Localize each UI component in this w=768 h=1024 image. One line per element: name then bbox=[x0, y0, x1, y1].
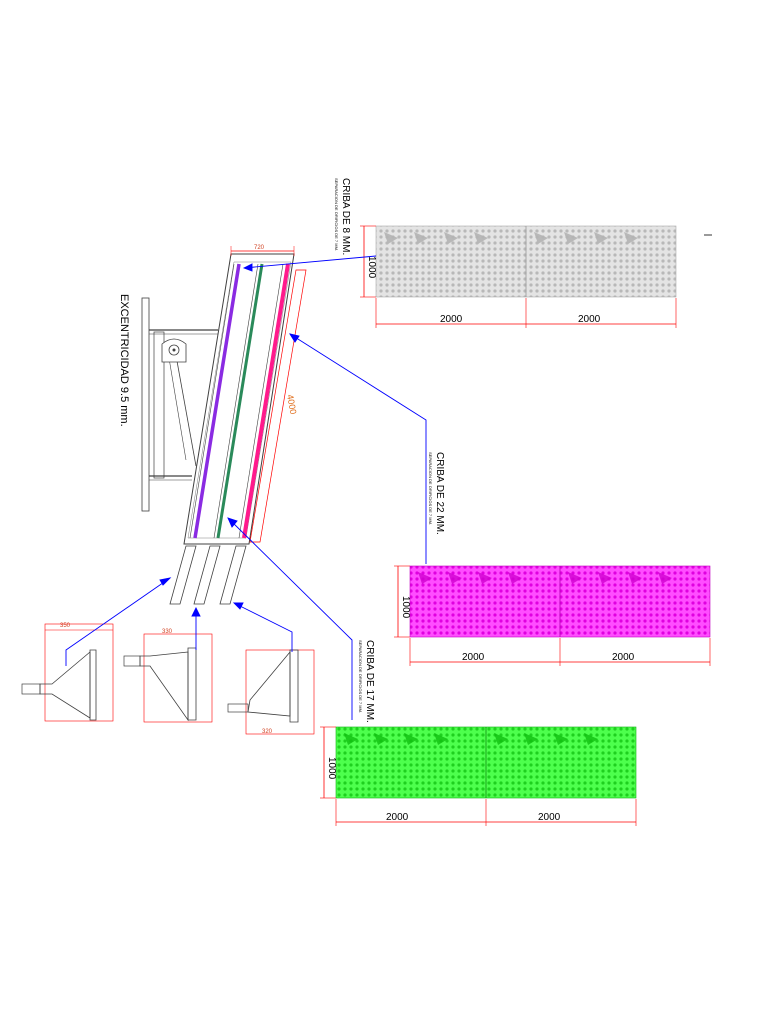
inclined-frame: 720 4000 bbox=[169, 245, 307, 605]
screen-8mm-width-1: 2000 bbox=[440, 314, 463, 325]
screen-17mm-width-1: 2000 bbox=[386, 812, 409, 823]
screen-22mm-width-2: 2000 bbox=[612, 652, 635, 663]
screen-17mm-width-2: 2000 bbox=[538, 812, 561, 823]
deck-17mm bbox=[216, 263, 264, 539]
screen-8mm: 1000 2000 2000 CRIBA DE 8 MM. SEPARACION… bbox=[334, 178, 712, 328]
screen-22mm-label: CRIBA DE 22 MM. bbox=[434, 452, 445, 535]
hopper-2: 330 bbox=[123, 629, 213, 723]
screen-22mm: 1000 2000 2000 CRIBA DE 22 MM. SEPARACIO… bbox=[394, 452, 711, 666]
screen-8mm-label: CRIBA DE 8 MM. bbox=[340, 178, 351, 255]
screen-17mm-label: CRIBA DE 17 MM. bbox=[364, 640, 375, 723]
screen-17mm: 1000 2000 2000 CRIBA DE 17 MM. SEPARACIO… bbox=[320, 640, 637, 826]
screen-17mm-height: 1000 bbox=[326, 757, 337, 780]
deck-22mm bbox=[242, 263, 290, 539]
screen-8mm-width-2: 2000 bbox=[578, 314, 601, 325]
hopper-3: 320 bbox=[227, 649, 315, 735]
frame-top-width: 720 bbox=[254, 245, 265, 251]
leader-lines bbox=[65, 255, 427, 720]
hopper-2-dim: 330 bbox=[162, 629, 173, 635]
deck-8mm bbox=[193, 263, 241, 539]
screen-8mm-height: 1000 bbox=[366, 256, 377, 279]
hopper-1: 350 bbox=[21, 623, 114, 722]
screen-22mm-width-1: 2000 bbox=[462, 652, 485, 663]
hopper-1-dim: 350 bbox=[60, 623, 71, 629]
frame-length: 4000 bbox=[285, 394, 298, 415]
screen-8mm-sublabel: SEPARACION DE ORIFICIOS DE 7 MM. bbox=[334, 178, 339, 251]
eccentricity-label: EXCENTRICIDAD 9.5 mm. bbox=[118, 294, 130, 427]
hopper-3-dim: 320 bbox=[262, 729, 273, 735]
support-structure: EXCENTRICIDAD 9.5 mm. bbox=[118, 294, 218, 512]
screen-17mm-sublabel: SEPARACION DE ORIFICIOS DE 7 MM. bbox=[358, 640, 363, 713]
screen-22mm-sublabel: SEPARACION DE ORIFICIOS DE 7 MM. bbox=[428, 452, 433, 525]
eccentric-drive bbox=[161, 338, 187, 363]
screen-22mm-height: 1000 bbox=[400, 596, 411, 619]
